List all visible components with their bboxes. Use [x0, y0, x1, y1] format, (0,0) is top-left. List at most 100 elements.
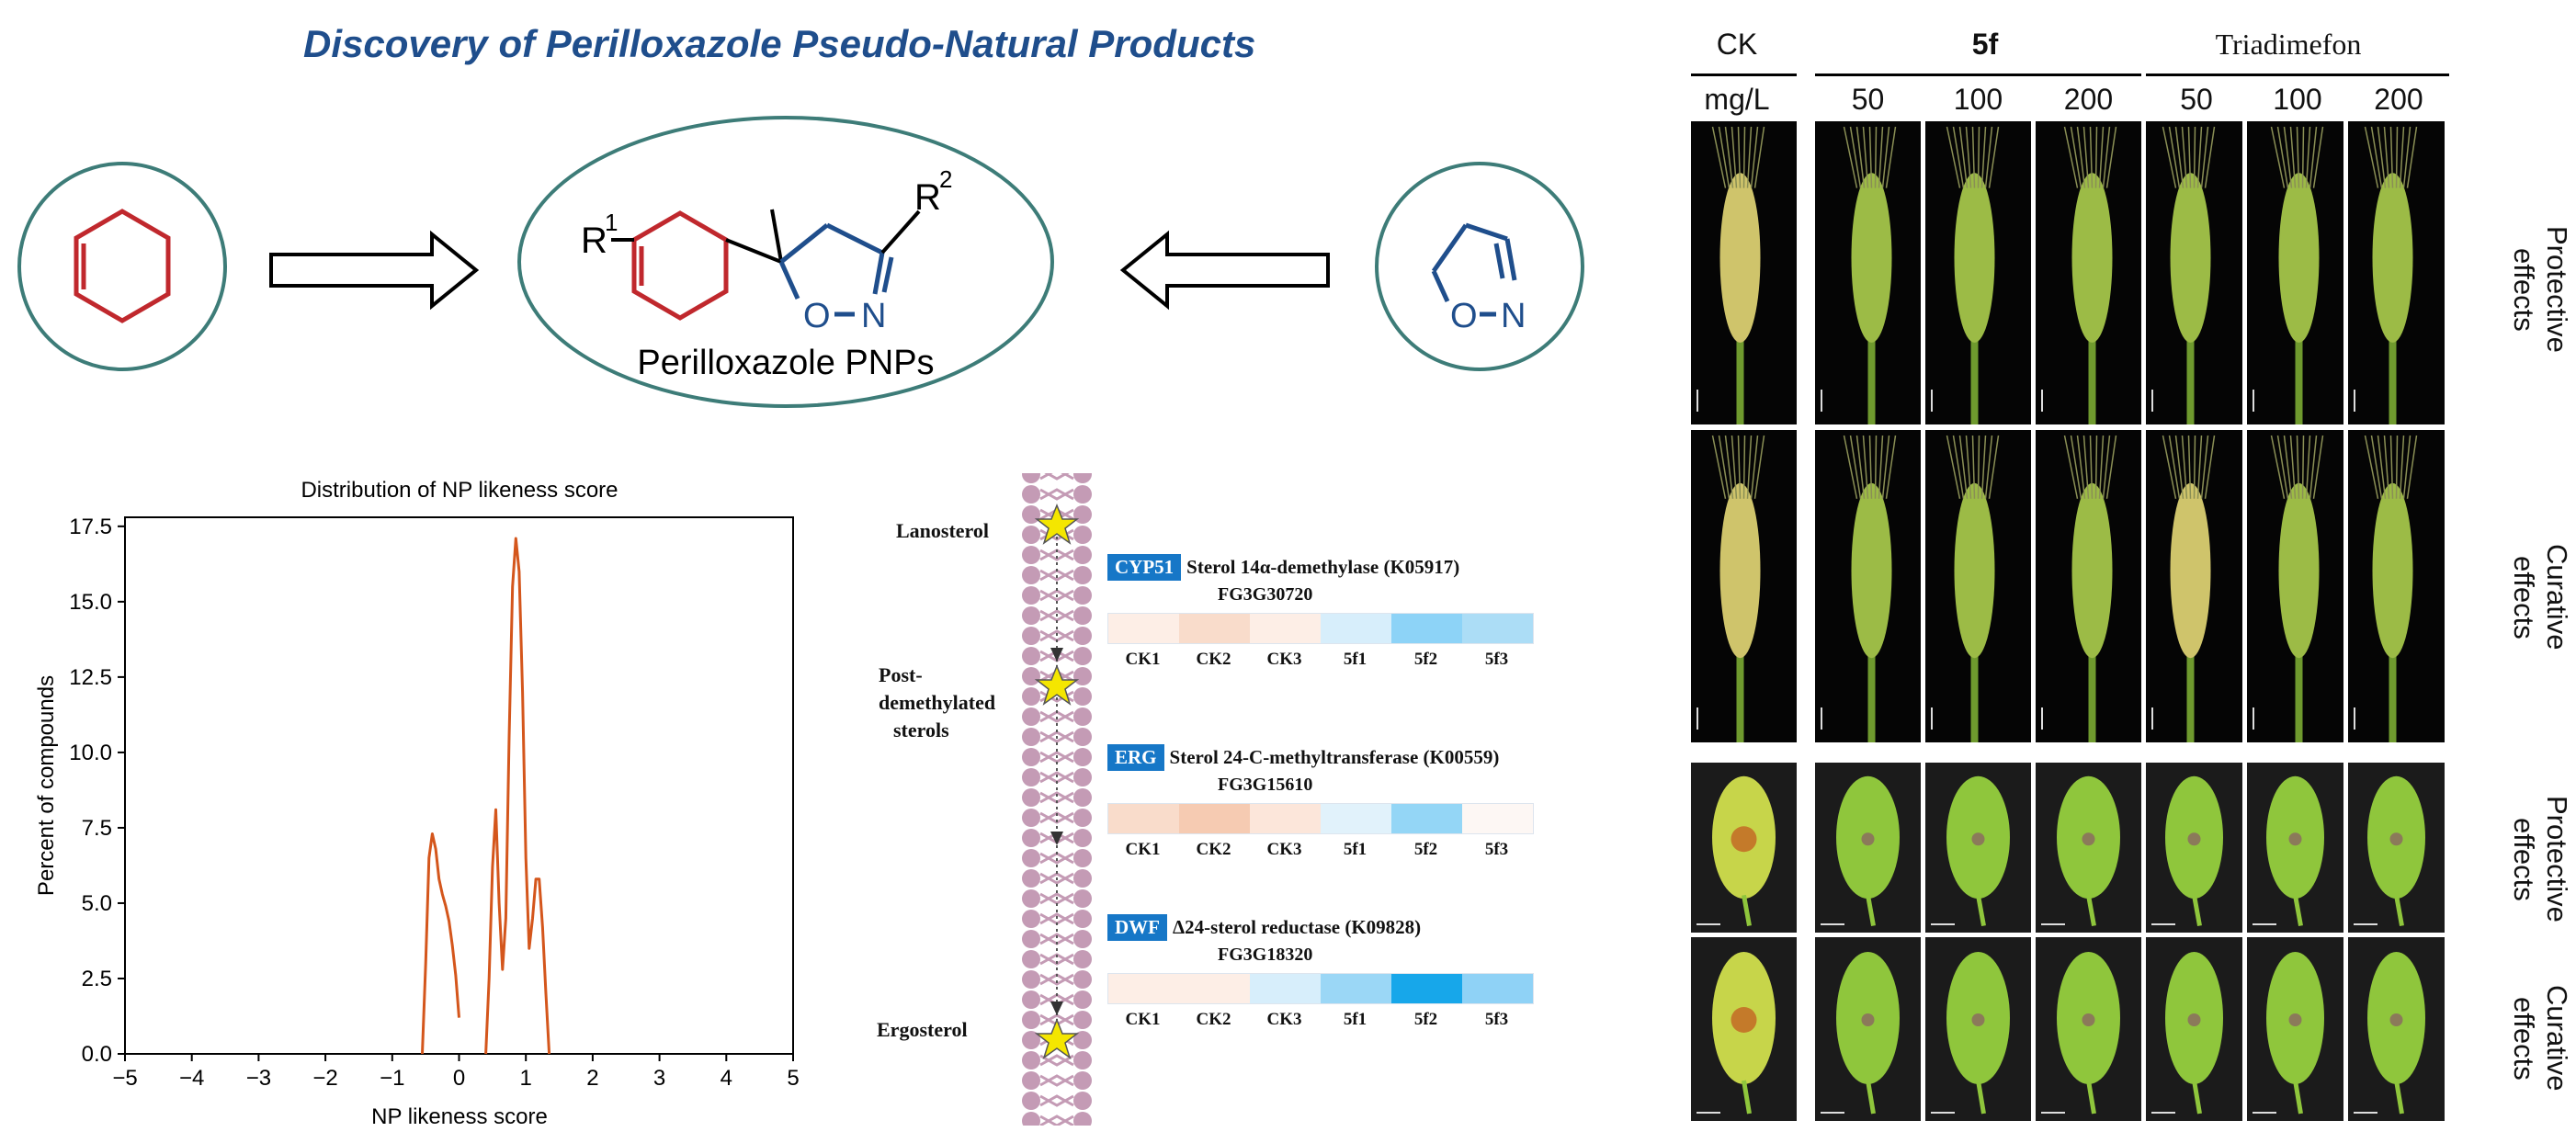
isoxazoline-circle	[1375, 162, 1584, 371]
row-label-wheat-curative: Curative effects	[2508, 544, 2573, 651]
heat-cell-ck2	[1179, 614, 1250, 643]
product-label: Perilloxazole PNPs	[637, 344, 934, 382]
heat-cell-5f3	[1462, 804, 1533, 833]
gene-id: FG3G18320	[1218, 945, 1313, 965]
y-tick-label: 5.0	[82, 891, 112, 916]
photo-leaf-protective-1	[1815, 763, 1921, 933]
product-isoxazoline	[778, 222, 894, 317]
group-header-triadimefon: Triadimefon	[2215, 28, 2362, 61]
cyclohexene-ring	[74, 209, 171, 323]
plot-frame	[124, 516, 794, 1055]
group-header-ck: CK	[1716, 28, 1758, 61]
photo-leaf-curative-1	[1815, 937, 1921, 1121]
product-ellipse	[517, 116, 1054, 408]
heat-cell-5f3	[1462, 974, 1533, 1003]
row-label-leaf-protective: Protective effects	[2508, 796, 2573, 922]
x-tick-label: −3	[246, 1066, 271, 1091]
photo-leaf-protective-2	[1925, 763, 2031, 933]
r2-bond	[880, 209, 921, 255]
y-tick-label: 2.5	[82, 967, 112, 991]
photo-wheat-protective-2	[1925, 121, 2031, 424]
enzyme-block-dwf: DWF Δ24-sterol reductase (K09828) FG3G18…	[1107, 914, 1567, 1030]
r2-superscript: 2	[939, 165, 952, 193]
enzyme-desc: Sterol 14α-demethylase (K05917)	[1186, 556, 1460, 578]
photo-leaf-curative-6	[2348, 937, 2445, 1121]
heat-cell-5f3	[1462, 614, 1533, 643]
photo-wheat-curative-6	[2348, 430, 2445, 742]
y-tick-label: 0.0	[82, 1042, 112, 1067]
dose-unit: mg/L	[1704, 83, 1770, 116]
dose-tri-100: 100	[2273, 83, 2322, 116]
heat-cell-ck3	[1250, 804, 1321, 833]
heat-cell-5f2	[1391, 974, 1462, 1003]
gene-id: FG3G30720	[1218, 584, 1313, 605]
x-tick-label: 0	[453, 1066, 465, 1091]
dose-tri-50: 50	[2180, 83, 2213, 116]
heat-cell-ck3	[1250, 974, 1321, 1003]
heat-cell-5f1	[1321, 974, 1391, 1003]
metabolite-ergosterol: Ergosterol	[877, 1018, 968, 1041]
photo-leaf-curative-0	[1691, 937, 1797, 1121]
photo-wheat-curative-3	[2036, 430, 2141, 742]
group-header-5f: 5f	[1971, 28, 1999, 61]
heat-cell-5f1	[1321, 804, 1391, 833]
cyclohexene-circle	[17, 162, 227, 371]
heatmap-row-cyp51	[1107, 613, 1534, 644]
enzyme-block-erg: ERG Sterol 24-C-methyltransferase (K0055…	[1107, 744, 1567, 860]
product-nitrogen: N	[861, 297, 886, 335]
y-tick-label: 12.5	[69, 665, 112, 690]
heat-cell-ck2	[1179, 974, 1250, 1003]
photo-leaf-protective-6	[2348, 763, 2445, 933]
r1-label: R	[581, 221, 607, 261]
x-tick-label: 2	[586, 1066, 598, 1091]
x-tick-label: 1	[520, 1066, 532, 1091]
enzyme-block-cyp51: CYP51 Sterol 14α-demethylase (K05917) FG…	[1107, 554, 1567, 670]
dose-5f-100: 100	[1953, 83, 2003, 116]
x-tick-label: −2	[312, 1066, 337, 1091]
x-tick-label: 3	[653, 1066, 665, 1091]
bioassay-photo-grid: CK 5f Triadimefon mg/L 50 100 200 50 100…	[1673, 0, 2576, 1143]
np-likeness-chart: Distribution of NP likeness score −5−4−3…	[18, 464, 827, 1135]
photo-leaf-protective-0	[1691, 763, 1797, 933]
methyl-bond	[770, 209, 783, 263]
photo-leaf-curative-5	[2247, 937, 2343, 1121]
y-axis-label: Percent of compounds	[34, 675, 59, 896]
membrane-strip	[1020, 473, 1094, 1126]
row-label-leaf-curative: Curative effects	[2508, 985, 2573, 1092]
photo-wheat-protective-3	[2036, 121, 2141, 424]
series-line-0	[421, 537, 551, 1055]
heat-cell-ck2	[1179, 804, 1250, 833]
x-tick-label: −5	[112, 1066, 137, 1091]
photo-leaf-protective-3	[2036, 763, 2141, 933]
x-tick-label: 5	[787, 1066, 799, 1091]
gene-id: FG3G15610	[1218, 775, 1313, 795]
photo-leaf-protective-5	[2247, 763, 2343, 933]
heat-cell-ck1	[1108, 804, 1179, 833]
photo-leaf-curative-2	[1925, 937, 2031, 1121]
linker-bond	[725, 238, 782, 264]
photo-wheat-protective-0	[1691, 121, 1797, 424]
product-cyclohexene	[631, 210, 729, 321]
heat-cell-5f1	[1321, 614, 1391, 643]
photo-wheat-curative-1	[1815, 430, 1921, 742]
heatmap-row-erg	[1107, 803, 1534, 834]
y-axis-ticks: 0.02.55.07.510.012.515.017.5	[69, 515, 125, 1067]
x-tick-label: 4	[721, 1066, 732, 1091]
photo-leaf-curative-4	[2146, 937, 2242, 1121]
enzyme-tag: ERG	[1107, 744, 1164, 771]
dose-5f-200: 200	[2063, 83, 2114, 116]
arrow-left	[1119, 230, 1330, 311]
enzyme-tag: CYP51	[1107, 554, 1182, 581]
photo-leaf-protective-4	[2146, 763, 2242, 933]
isoxazoline-ring	[1431, 222, 1517, 317]
x-tick-label: −1	[380, 1066, 404, 1091]
y-tick-label: 15.0	[69, 590, 112, 615]
figure-title: Discovery of Perilloxazole Pseudo-Natura…	[303, 22, 1256, 65]
pathway-arrow-3	[1050, 1002, 1063, 1015]
row-label-wheat-protective: Protective effects	[2508, 226, 2573, 353]
header-rule-5f	[1815, 74, 2141, 76]
ergosterol-pathway: Lanosterol Post- demethylated sterols Er…	[864, 464, 1562, 1135]
arrow-right	[269, 230, 480, 311]
